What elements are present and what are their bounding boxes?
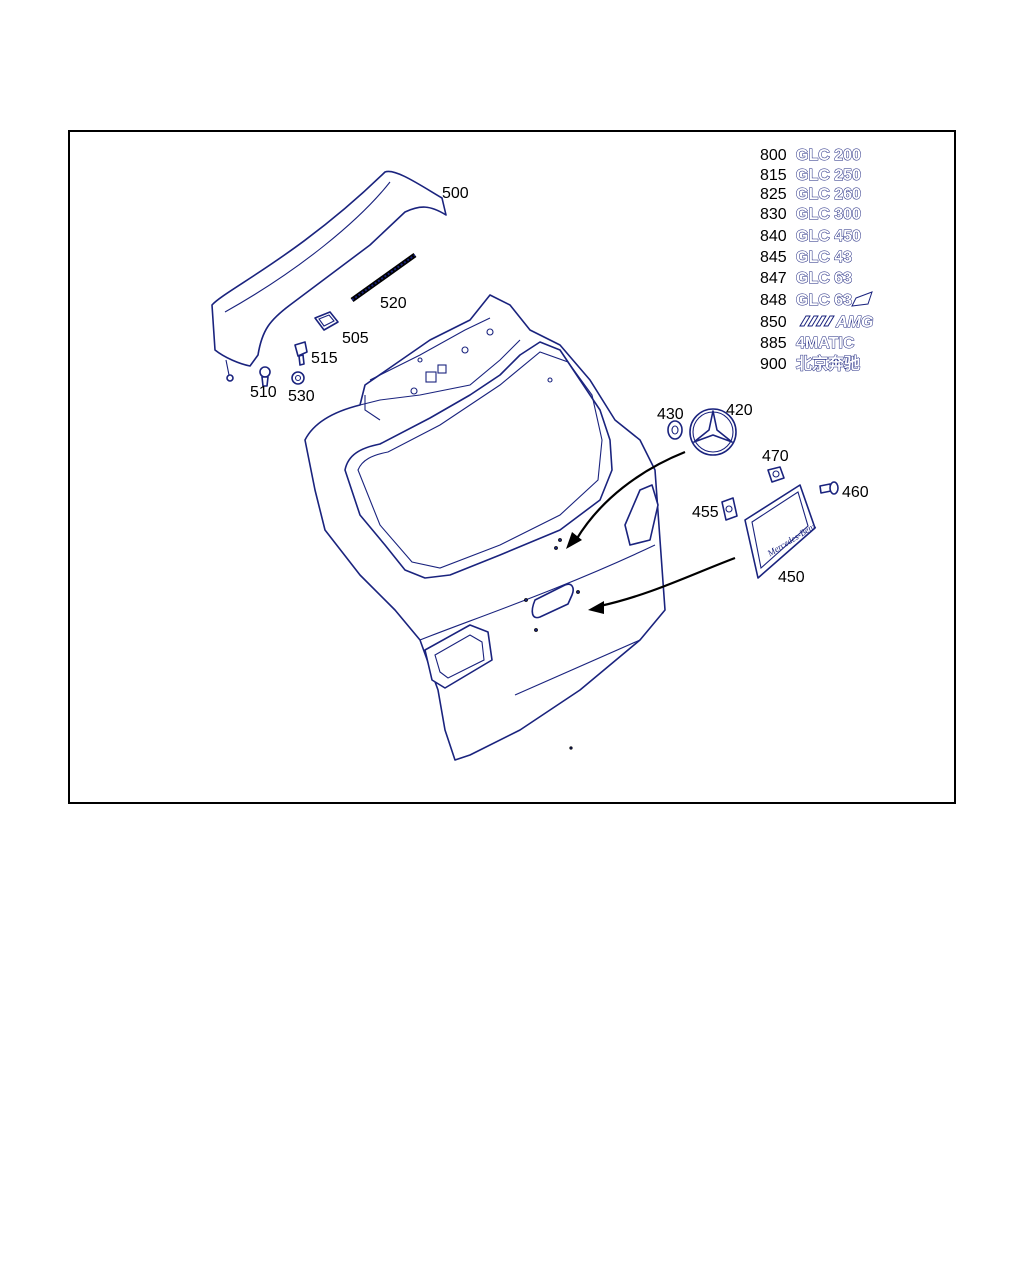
callout-500: 500 bbox=[442, 185, 469, 202]
callout-520: 520 bbox=[380, 295, 407, 312]
seal-505 bbox=[314, 311, 339, 331]
variant-label: GLC 250 bbox=[796, 167, 861, 184]
variant-code: 885 bbox=[760, 335, 787, 352]
variant-label: GLC 63 bbox=[796, 292, 852, 309]
variant-label: 4MATIC bbox=[796, 335, 855, 352]
callout-420: 420 bbox=[726, 402, 753, 419]
variant-label: AMG bbox=[835, 314, 873, 331]
tailgate-panel bbox=[304, 294, 666, 761]
variant-row: 840 GLC 450 bbox=[760, 228, 862, 246]
variant-label: GLC 300 bbox=[796, 206, 861, 223]
callout-430: 430 bbox=[657, 406, 684, 423]
emblem-seal-430 bbox=[667, 420, 683, 440]
variant-code: 847 bbox=[760, 270, 787, 287]
license-plate-bracket: Mercedes-Benz bbox=[744, 484, 818, 579]
clip-515 bbox=[294, 341, 308, 366]
third-brake-light-strip bbox=[350, 252, 417, 303]
callout-510: 510 bbox=[250, 384, 277, 401]
variant-legend: 800 GLC 200 815 GLC 250 825 GLC 260 830 … bbox=[760, 147, 874, 374]
arrow-to-plate bbox=[588, 556, 736, 614]
variant-row: 815 GLC 250 bbox=[760, 167, 862, 185]
arrow-to-emblem bbox=[566, 450, 686, 549]
amg-stripes-icon bbox=[799, 315, 835, 327]
callout-470: 470 bbox=[762, 448, 789, 465]
callout-450: 450 bbox=[778, 569, 805, 586]
callout-505: 505 bbox=[342, 330, 369, 347]
variant-code: 845 bbox=[760, 249, 787, 266]
variant-label: GLC 63 bbox=[796, 270, 852, 287]
variant-label: GLC 260 bbox=[796, 186, 861, 203]
variant-code: 850 bbox=[760, 314, 787, 331]
roof-spoiler bbox=[211, 170, 447, 382]
callout-530: 530 bbox=[288, 388, 315, 405]
variant-code: 815 bbox=[760, 167, 787, 184]
variant-row: 850 AMG bbox=[760, 314, 874, 332]
callout-460: 460 bbox=[842, 484, 869, 501]
variant-label: GLC 200 bbox=[796, 147, 861, 164]
variant-label: GLC 43 bbox=[796, 249, 852, 266]
variant-row: 900 北京奔驰 bbox=[760, 354, 861, 374]
callout-455: 455 bbox=[692, 504, 719, 521]
variant-row: 830 GLC 300 bbox=[760, 206, 862, 224]
star-emblem bbox=[689, 408, 737, 456]
nut-470 bbox=[767, 466, 785, 483]
variant-code: 830 bbox=[760, 206, 787, 223]
s-badge-icon bbox=[851, 291, 873, 307]
variant-code: 848 bbox=[760, 292, 787, 309]
variant-row: 825 GLC 260 bbox=[760, 186, 862, 204]
variant-label: GLC 450 bbox=[796, 228, 861, 245]
nut-455 bbox=[721, 497, 738, 521]
variant-code: 840 bbox=[760, 228, 787, 245]
callout-515: 515 bbox=[311, 350, 338, 367]
variant-row: 885 4MATIC bbox=[760, 335, 855, 353]
grommet-530 bbox=[291, 371, 305, 385]
variant-row: 845 GLC 43 bbox=[760, 249, 853, 267]
variant-label: 北京奔驰 bbox=[796, 354, 860, 373]
variant-code: 900 bbox=[760, 356, 787, 373]
variant-row: 800 GLC 200 bbox=[760, 147, 862, 165]
variant-code: 800 bbox=[760, 147, 787, 164]
variant-row: 848 GLC 63 bbox=[760, 291, 873, 310]
screw-460 bbox=[819, 481, 839, 495]
variant-row: 847 GLC 63 bbox=[760, 270, 853, 288]
variant-code: 825 bbox=[760, 186, 787, 203]
screw-510 bbox=[259, 366, 271, 387]
